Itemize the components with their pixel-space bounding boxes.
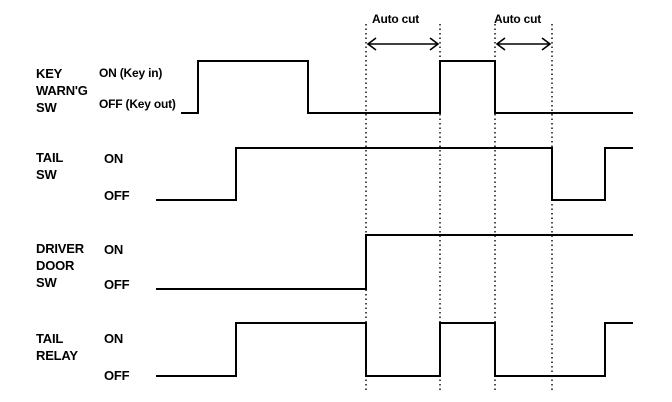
driver-door-sw-trace (156, 234, 633, 290)
key-warning-sw-off-label: OFF (Key out) (99, 97, 176, 111)
key-warning-sw-trace (181, 60, 633, 114)
driver-door-sw-name-line-3: SW (36, 275, 57, 290)
key-warning-sw-name-line-1: KEY (36, 66, 63, 81)
tail-sw-trace (156, 147, 633, 201)
driver-door-sw-name-line-1: DRIVER (36, 241, 85, 256)
key-warning-sw-name-line-3: SW (36, 100, 57, 115)
tail-relay-name-line-1: TAIL (36, 331, 63, 346)
driver-door-sw-on-label: ON (104, 242, 123, 257)
key-warning-sw-name-line-2: WARN'G (36, 83, 88, 98)
auto-cut-label-2: Auto cut (494, 12, 541, 26)
key-warning-sw-on-label: ON (Key in) (99, 66, 162, 80)
auto-cut-1-arrow (366, 37, 440, 51)
tail-relay-name-line-2: RELAY (36, 348, 78, 363)
tail-relay-off-label: OFF (104, 368, 130, 383)
tail-sw-off-label: OFF (104, 188, 130, 203)
tail-relay-on-label: ON (104, 331, 123, 346)
tail-sw-on-label: ON (104, 151, 123, 166)
auto-cut-2-arrow (495, 37, 552, 51)
tail-sw-name-line-2: SW (36, 167, 57, 182)
auto-cut-label-1: Auto cut (372, 12, 419, 26)
driver-door-sw-name-line-2: DOOR (36, 258, 75, 273)
tail-relay-trace (156, 322, 633, 377)
driver-door-sw-off-label: OFF (104, 277, 130, 292)
tail-sw-name-line-1: TAIL (36, 150, 63, 165)
